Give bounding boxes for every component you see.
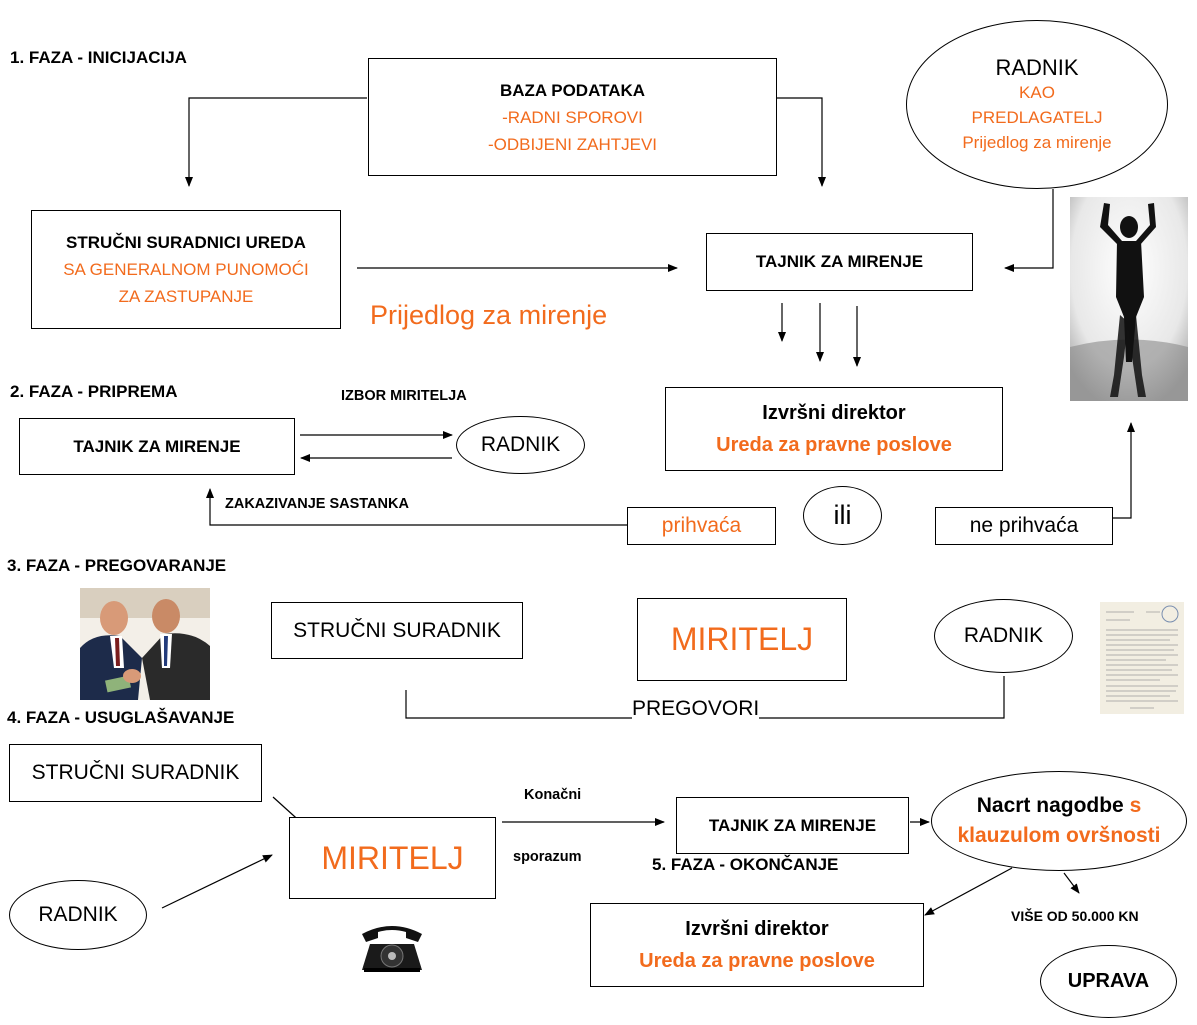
izvrsni-2-l2: Ureda za pravne poslove <box>639 950 875 972</box>
nacrt-l2: klauzulom ovršnosti <box>957 824 1161 847</box>
sporazum-label: sporazum <box>513 849 582 865</box>
arrow-baza-to-tajnik <box>777 97 826 187</box>
tajnik-za-mirenje-box-1: TAJNIK ZA MIRENJE <box>706 233 973 291</box>
miritelj-box-4: MIRITELJ <box>289 817 496 899</box>
phase-5-heading: 5. FAZA - OKONČANJE <box>652 855 839 874</box>
izvrsni-direktor-box-2: Izvršni direktor Ureda za pravne poslove <box>590 903 924 987</box>
izvrsni-direktor-box-1: Izvršni direktor Ureda za pravne poslove <box>665 387 1003 471</box>
ne-prihvaca-box: ne prihvaća <box>935 507 1113 545</box>
konacni-label: Konačni <box>524 787 582 803</box>
phase-1-heading: 1. FAZA - INICIJACIJA <box>10 48 187 67</box>
phase-2-heading: 2. FAZA - PRIPREMA <box>10 382 178 401</box>
radnik-predlagatelj-l3: PREDLAGATELJ <box>971 107 1103 127</box>
document-image <box>1100 602 1184 714</box>
strucni-suradnik-box-3: STRUČNI SURADNIK <box>271 602 523 659</box>
izbor-miritelja-label: IZBOR MIRITELJA <box>341 388 467 404</box>
arrow-ne-prihvaca-to-radnik <box>1113 422 1135 519</box>
strucni-ureda-l2: SA GENERALNOM PUNOMOĆI <box>63 260 309 279</box>
nacrt-l1b: s <box>1129 794 1142 817</box>
nacrt-l1a: Nacrt nagodbe <box>976 794 1130 817</box>
radnik-oval-3: RADNIK <box>934 599 1073 673</box>
radnik-predlagatelj-l4: Prijedlog za mirenje <box>962 132 1112 152</box>
negotiation-photo <box>80 588 210 700</box>
strucni-ureda-l3: ZA ZASTUPANJE <box>118 287 254 306</box>
strucni-ureda-title: STRUČNI SURADNICI UREDA <box>66 233 306 252</box>
baza-podataka-box: BAZA PODATAKA -RADNI SPOROVI -ODBIJENI Z… <box>368 58 777 176</box>
radnik-predlagatelj-l2: KAO <box>1019 82 1055 102</box>
zakazivanje-sastanka-label: ZAKAZIVANJE SASTANKA <box>225 496 409 512</box>
prijedlog-za-mirenje-label: Prijedlog za mirenje <box>370 300 608 330</box>
baza-title: BAZA PODATAKA <box>499 80 646 100</box>
nacrt-nagodbe-oval: Nacrt nagodbe s klauzulom ovršnosti <box>931 771 1187 871</box>
telephone-icon <box>362 926 422 972</box>
strucni-suradnik-box-4: STRUČNI SURADNIK <box>9 744 262 802</box>
pregovori-label: PREGOVORI <box>632 697 760 721</box>
strucni-suradnici-ureda-box: STRUČNI SURADNICI UREDA SA GENERALNOM PU… <box>31 210 341 329</box>
vise-od-label: VIŠE OD 50.000 KN <box>1011 908 1139 924</box>
arrow-radnik-to-tajnik <box>1004 189 1054 272</box>
uprava-oval: UPRAVA <box>1040 945 1177 1018</box>
worker-silhouette-image <box>1070 197 1188 401</box>
phase-4-heading: 4. FAZA - USUGLAŠAVANJE <box>7 708 235 727</box>
tajnik-za-mirenje-box-4: TAJNIK ZA MIRENJE <box>676 797 909 854</box>
izvrsni-1-l1: Izvršni direktor <box>762 402 906 424</box>
radnik-predlagatelj-l1: RADNIK <box>995 54 1079 80</box>
izvrsni-1-l2: Ureda za pravne poslove <box>716 434 952 456</box>
radnik-predlagatelj-oval: RADNIK KAO PREDLAGATELJ Prijedlog za mir… <box>906 20 1168 189</box>
izvrsni-2-l1: Izvršni direktor <box>685 918 829 940</box>
arrow-baza-to-strucni <box>185 97 367 187</box>
phase-3-heading: 3. FAZA - PREGOVARANJE <box>7 556 227 575</box>
miritelj-box-3: MIRITELJ <box>637 598 847 681</box>
radnik-oval-2: RADNIK <box>456 416 585 474</box>
tajnik-za-mirenje-box-2: TAJNIK ZA MIRENJE <box>19 418 295 475</box>
radnik-oval-4: RADNIK <box>9 880 147 950</box>
baza-line-1: -RADNI SPOROVI <box>502 107 643 127</box>
baza-line-2: -ODBIJENI ZAHTJEVI <box>487 134 658 154</box>
arrow-prihvaca-to-tajnik <box>206 488 627 526</box>
arrow-nacrt-to-vise <box>1063 872 1080 894</box>
prihvaca-box: prihvaća <box>627 507 776 545</box>
arrow-radnik-to-miritelj <box>161 854 273 909</box>
ili-oval: ili <box>803 486 882 545</box>
arrow-nacrt-to-izvrsni <box>924 867 1013 916</box>
